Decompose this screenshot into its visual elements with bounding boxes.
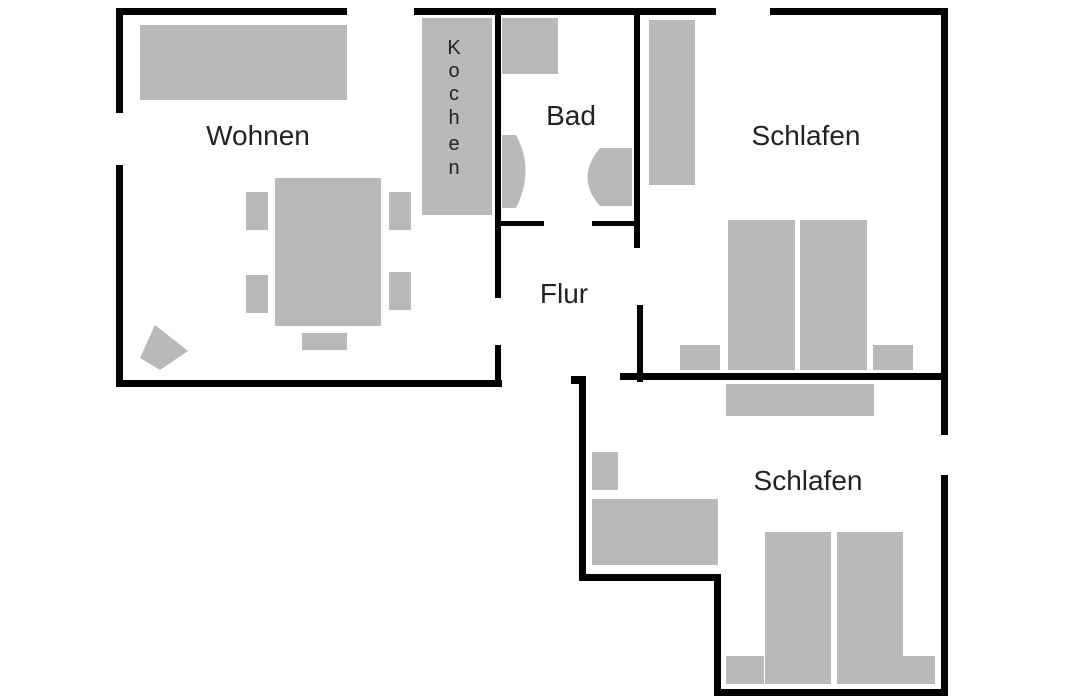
wall-hall-left-upper <box>495 8 501 298</box>
dining-table <box>275 178 381 326</box>
bed-right-bedroom2 <box>837 532 903 684</box>
wall-bedroom2-left <box>579 376 586 581</box>
wall-hall-left-lower <box>495 345 501 387</box>
sofa <box>140 25 347 100</box>
bed-right-bedroom1 <box>800 220 867 370</box>
wall-right-upper <box>941 8 948 435</box>
chair-right-bottom <box>389 272 411 310</box>
corner-armchair <box>140 325 188 370</box>
label-flur: Flur <box>540 278 588 309</box>
wall-bath-right <box>634 8 640 248</box>
desk-bedroom2 <box>592 499 718 565</box>
dresser-bedroom2 <box>726 384 874 416</box>
room-labels: Wohnen Bad Flur Schlafen Schlafen K o c … <box>206 37 862 496</box>
nightstand-right-bedroom1 <box>873 345 913 370</box>
label-schlafen-1: Schlafen <box>752 120 861 151</box>
label-kochen-letter: h <box>448 107 459 129</box>
furniture <box>140 18 935 684</box>
bed-left-bedroom2 <box>765 532 831 684</box>
label-kochen-letter: n <box>448 157 459 179</box>
chair-bottom <box>302 333 347 350</box>
label-schlafen-2: Schlafen <box>754 465 863 496</box>
chair-left-top <box>246 192 268 230</box>
wall-bedroom2-left-lower <box>714 574 721 696</box>
nightstand-left-bedroom1 <box>680 345 720 370</box>
small-cabinet-bedroom2 <box>592 452 618 490</box>
label-kochen-letter: o <box>448 60 459 82</box>
wall-top-middle <box>414 8 716 15</box>
wall-top-right <box>770 8 948 15</box>
wall-left-upper <box>116 8 123 113</box>
label-bad: Bad <box>546 100 596 131</box>
bathroom-cabinet <box>502 18 558 74</box>
wall-bedroom1-left-lower <box>637 305 643 382</box>
bed-left-bedroom1 <box>728 220 795 370</box>
wall-bath-bottom-left <box>498 221 544 226</box>
wall-bottom <box>714 689 948 696</box>
label-kochen-letter: K <box>447 37 461 59</box>
wardrobe-bedroom1 <box>649 20 695 185</box>
chair-left-bottom <box>246 275 268 313</box>
wall-left-lower <box>116 165 123 387</box>
wall-top-left <box>116 8 347 15</box>
label-kochen: K o c h e n <box>447 37 461 179</box>
nightstand-right-bedroom2 <box>903 656 935 684</box>
kitchen-counter <box>422 18 492 215</box>
label-kochen-letter: e <box>448 133 459 155</box>
walls <box>116 8 948 696</box>
toilet <box>502 135 526 208</box>
wall-bedroom2-step <box>579 574 721 581</box>
wall-right-lower <box>941 475 948 695</box>
nightstand-left-bedroom2 <box>726 656 764 684</box>
chair-right-top <box>389 192 411 230</box>
label-wohnen: Wohnen <box>206 120 310 151</box>
wall-bath-bottom-right <box>592 221 638 226</box>
label-kochen-letter: c <box>449 83 459 105</box>
wall-bedrooms-divider <box>620 373 948 380</box>
wall-bedroom2-stub <box>571 376 585 384</box>
wall-living-bottom <box>116 380 502 387</box>
washbasin <box>587 148 632 206</box>
